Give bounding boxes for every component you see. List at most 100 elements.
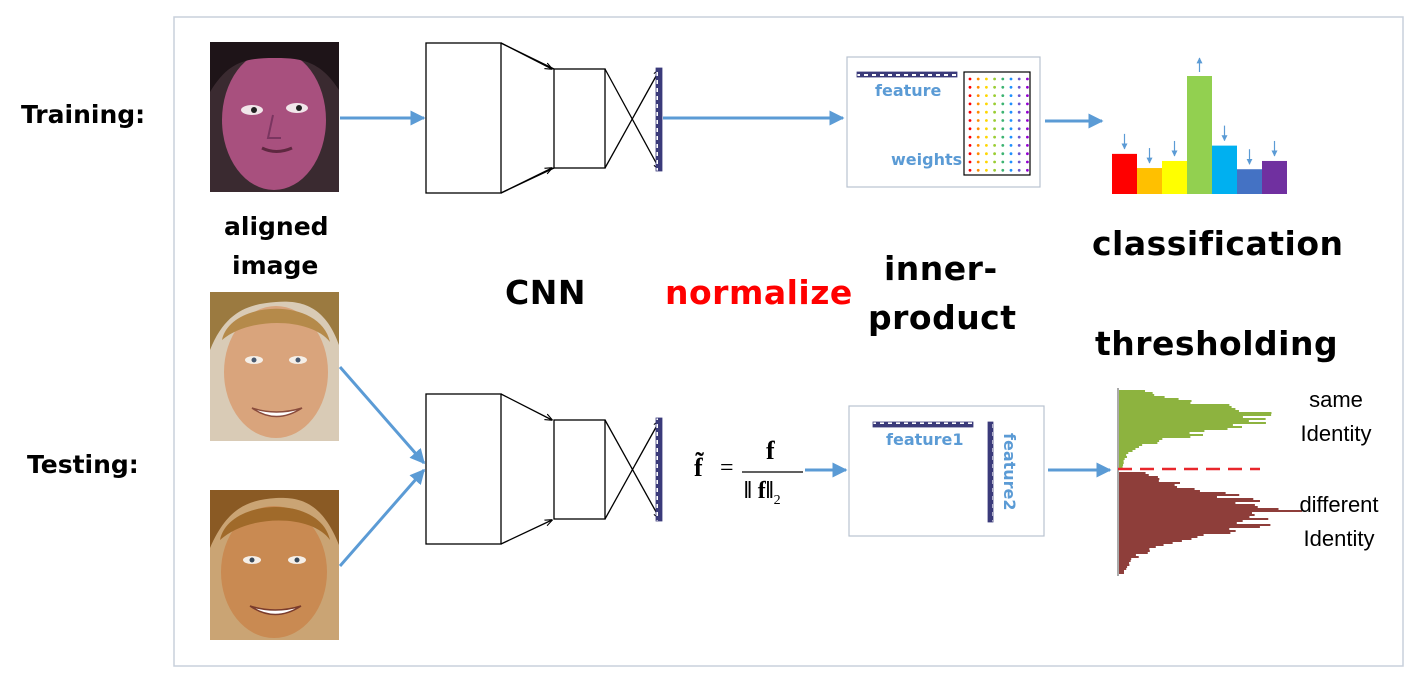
weight-dot bbox=[1026, 110, 1029, 114]
weight-dot bbox=[1009, 160, 1013, 164]
aligned-label: aligned bbox=[224, 212, 329, 241]
histogram-bin bbox=[1119, 518, 1269, 520]
training-row-label: Training: bbox=[21, 100, 146, 129]
histogram-bin bbox=[1119, 540, 1182, 542]
weight-dot bbox=[968, 127, 972, 131]
weight-dot bbox=[985, 102, 988, 106]
histogram-bin bbox=[1119, 528, 1230, 530]
weight-dot bbox=[1017, 127, 1021, 131]
weight-dot bbox=[976, 94, 980, 97]
weight-dot bbox=[993, 77, 996, 81]
weight-dot bbox=[993, 110, 996, 114]
different-identity-text: Identity bbox=[1303, 526, 1375, 551]
weight-dot bbox=[1009, 135, 1013, 139]
weight-dot bbox=[985, 119, 988, 122]
normalize-label: normalize bbox=[665, 273, 853, 312]
weight-dot bbox=[1017, 135, 1021, 139]
weight-dot bbox=[985, 160, 988, 164]
weight-dot bbox=[1009, 94, 1013, 97]
weights-matrix bbox=[963, 71, 1031, 176]
histogram-bin bbox=[1119, 498, 1254, 500]
histogram-bin bbox=[1119, 396, 1165, 398]
weight-dot bbox=[985, 135, 988, 139]
histogram-bin bbox=[1119, 526, 1260, 528]
training-face-image bbox=[210, 42, 339, 192]
histogram-bin bbox=[1119, 492, 1226, 494]
feature2-bar bbox=[987, 421, 994, 523]
weight-dot bbox=[985, 85, 988, 89]
weight-dot bbox=[1026, 135, 1029, 139]
histogram-bin bbox=[1119, 462, 1124, 464]
histogram-bin bbox=[1119, 542, 1173, 544]
weight-dot bbox=[1001, 119, 1005, 122]
histogram-bin bbox=[1119, 424, 1233, 426]
histogram-bin bbox=[1119, 432, 1190, 434]
weight-dot bbox=[985, 110, 988, 114]
weight-dot bbox=[1001, 110, 1005, 114]
class-bar bbox=[1237, 169, 1262, 194]
histogram-bin bbox=[1119, 554, 1136, 556]
weight-dot bbox=[993, 94, 996, 97]
weight-dot bbox=[985, 94, 988, 97]
histogram-bin bbox=[1119, 546, 1156, 548]
histogram-bin bbox=[1119, 420, 1249, 422]
weight-dot bbox=[976, 119, 980, 122]
histogram-bin bbox=[1119, 524, 1271, 526]
histogram-bin bbox=[1119, 496, 1217, 498]
histogram-bin bbox=[1119, 428, 1228, 430]
histogram-bin bbox=[1119, 506, 1258, 508]
weight-dot bbox=[993, 160, 996, 164]
histogram-bin bbox=[1119, 548, 1150, 550]
feature-text: feature bbox=[875, 81, 942, 100]
weight-dot bbox=[968, 160, 972, 164]
feature1-text: feature1 bbox=[886, 430, 964, 449]
weight-dot bbox=[1026, 94, 1029, 97]
weight-dot bbox=[1026, 85, 1029, 89]
feature-vector-test bbox=[655, 417, 663, 522]
feature-vector-train bbox=[655, 67, 663, 172]
weight-dot bbox=[976, 102, 980, 106]
histogram-bin bbox=[1119, 494, 1240, 496]
histogram-bin bbox=[1119, 390, 1146, 392]
histogram-bin bbox=[1119, 460, 1124, 462]
weight-dot bbox=[976, 127, 980, 131]
histogram-bin bbox=[1119, 502, 1236, 504]
outer-frame bbox=[173, 16, 1404, 667]
formula-norm: ‖ f‖ bbox=[744, 478, 774, 504]
weight-dot bbox=[968, 144, 972, 147]
weight-dot bbox=[1017, 160, 1021, 164]
histogram-bin bbox=[1119, 488, 1195, 490]
histogram-bin bbox=[1119, 570, 1125, 572]
weight-dot bbox=[1001, 135, 1005, 139]
weight-dot bbox=[993, 119, 996, 122]
histogram-bin bbox=[1119, 562, 1130, 564]
class-bar bbox=[1262, 160, 1287, 194]
different-identity-label: different Identity bbox=[1284, 488, 1394, 556]
histogram-bin bbox=[1119, 444, 1143, 446]
histogram-bin bbox=[1119, 490, 1200, 492]
histogram-bin bbox=[1119, 558, 1132, 560]
feature-bar-train bbox=[856, 71, 958, 78]
histogram-bin bbox=[1119, 454, 1127, 456]
weight-dot bbox=[1026, 168, 1029, 172]
histogram-bin bbox=[1119, 530, 1236, 532]
inner-product-label-2: product bbox=[868, 298, 1017, 337]
histogram-bin bbox=[1119, 484, 1175, 486]
weight-dot bbox=[993, 168, 996, 172]
weights-dots bbox=[968, 77, 1029, 172]
histogram-bin bbox=[1119, 448, 1136, 450]
weight-dot bbox=[1026, 102, 1029, 106]
histogram-bin bbox=[1119, 398, 1179, 400]
weight-dot bbox=[1009, 152, 1013, 156]
class-bar bbox=[1137, 168, 1162, 194]
histogram-bin bbox=[1119, 556, 1139, 558]
histogram-bin bbox=[1119, 458, 1125, 460]
weight-dot bbox=[1026, 119, 1029, 122]
weight-dot bbox=[1009, 77, 1013, 81]
histogram-bin bbox=[1119, 410, 1239, 412]
class-bar bbox=[1212, 145, 1237, 194]
testing-face-image-2 bbox=[210, 490, 339, 640]
histogram-bin bbox=[1119, 522, 1237, 524]
histogram-bin bbox=[1119, 416, 1243, 418]
